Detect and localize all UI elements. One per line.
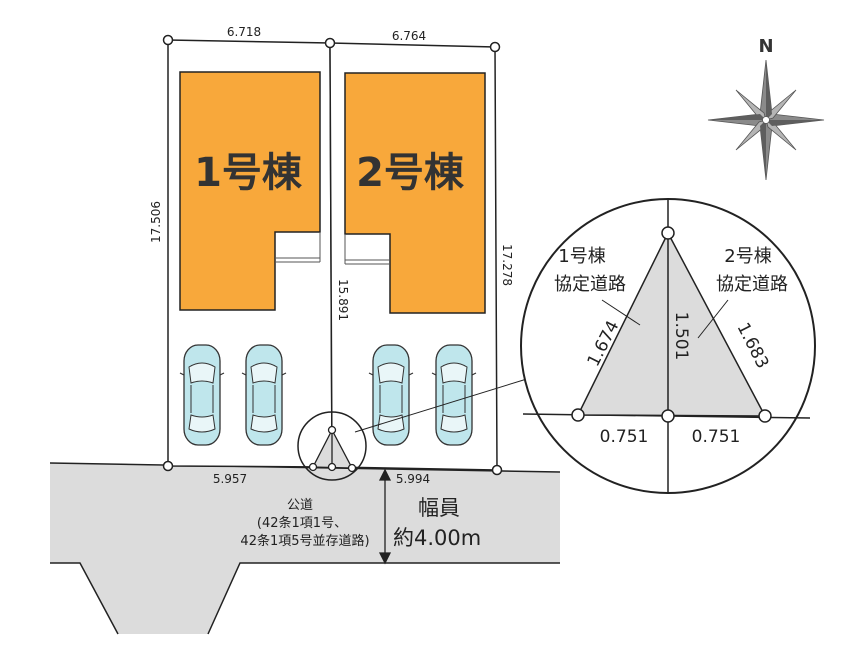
road-width-value: 約4.00m — [393, 526, 481, 550]
inset-dim-base-right: 0.751 — [692, 427, 741, 447]
entry-step-lot-1 — [275, 232, 321, 263]
dim-top-right: 6.764 — [392, 29, 426, 43]
compass-rose-icon — [707, 59, 825, 181]
road-detail-2: 42条1項5号並存道路) — [240, 533, 369, 549]
car-4 — [431, 344, 477, 446]
inset-leader-lot-2 — [697, 299, 729, 339]
road-width-label: 幅員 — [418, 496, 460, 520]
inset-lot-2-label-1: 2号棟 — [724, 246, 771, 267]
access-detail-circle — [297, 411, 367, 481]
detail-leader-line — [354, 377, 531, 433]
lot-2-name: 2号棟 — [356, 150, 465, 196]
lot-1-name: 1号棟 — [194, 150, 303, 196]
car-3 — [368, 344, 414, 446]
car-2 — [241, 344, 287, 446]
car-1 — [179, 344, 225, 446]
compass-north-label: N — [758, 36, 773, 57]
road-edge-bottom — [50, 562, 560, 635]
dim-right-side: 17.278 — [500, 244, 514, 286]
inset-lot-1-label-1: 1号棟 — [558, 246, 605, 267]
inset-markers — [571, 226, 772, 423]
dim-bottom-right: 5.994 — [396, 472, 430, 486]
road-width-arrow — [378, 468, 392, 565]
building-lot-1 — [179, 71, 321, 311]
inset-lot-2-label-2: 協定道路 — [716, 274, 788, 295]
boundary-markers — [162, 34, 503, 476]
inset-leader-lot-1 — [601, 299, 641, 326]
dim-middle: 15.891 — [336, 279, 350, 321]
road-detail-1: (42条1項1号、 — [257, 515, 347, 531]
dim-top-left: 6.718 — [227, 25, 261, 39]
inset-lot-1-label-2: 協定道路 — [554, 274, 626, 295]
road-area — [50, 463, 560, 634]
dim-left-side: 17.506 — [149, 201, 163, 243]
dim-bottom-left: 5.957 — [213, 472, 247, 486]
entry-step-lot-2 — [344, 234, 390, 265]
road-name: 公道 — [287, 498, 313, 513]
inset-dim-center: 1.501 — [671, 312, 691, 361]
inset-dim-base-left: 0.751 — [600, 427, 649, 447]
access-markers-small — [308, 425, 357, 473]
